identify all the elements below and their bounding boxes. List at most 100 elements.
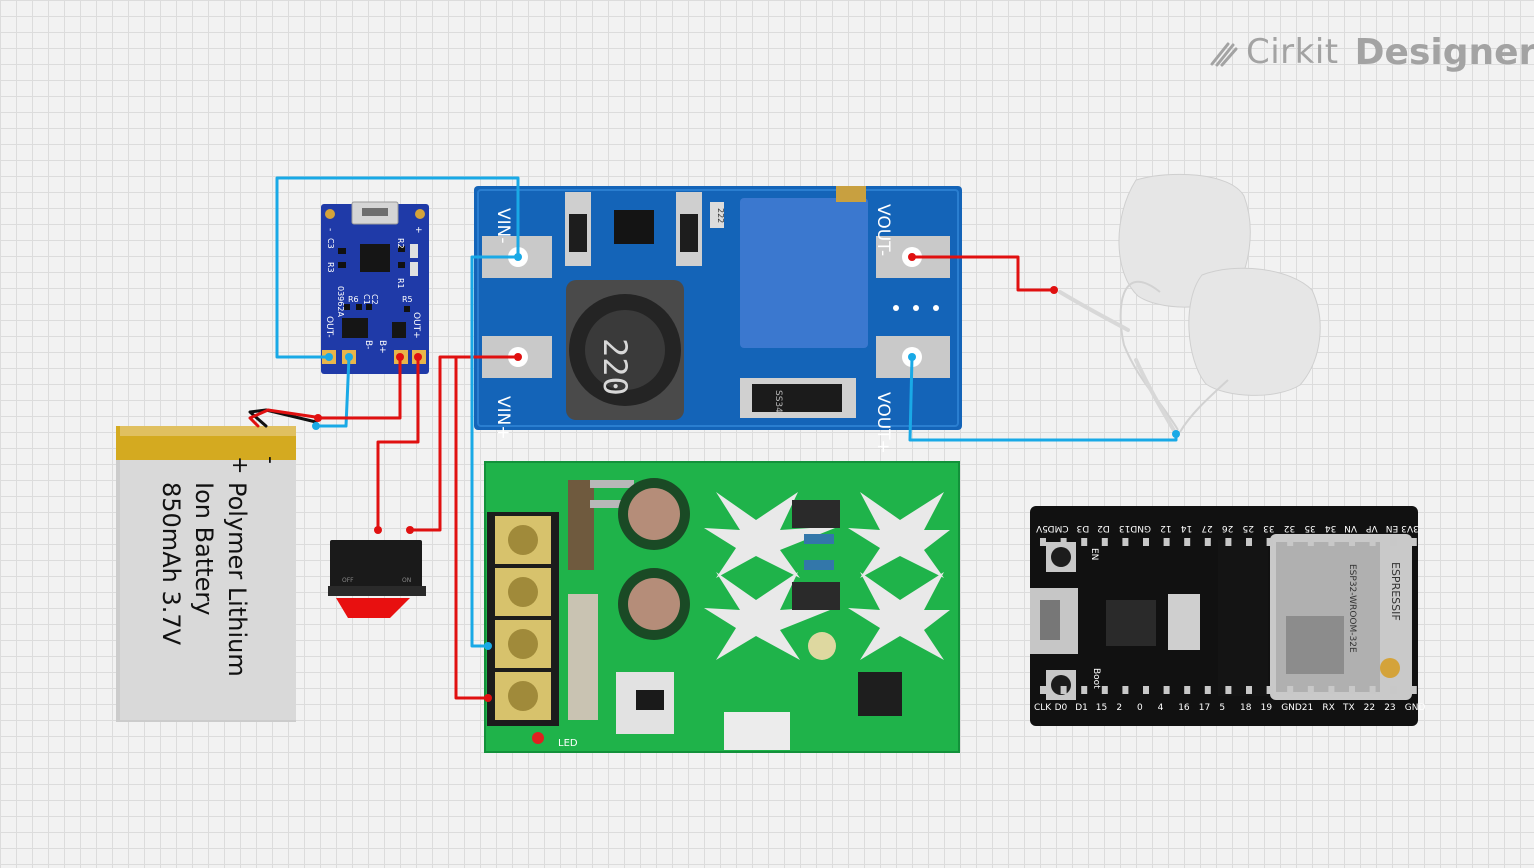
esp32-boot-label: Boot [1091,668,1101,689]
charger-label-c2: C2 [370,294,379,305]
esp32-bottom-pin-label: 19 [1261,703,1273,713]
esp32-top-pin-pad[interactable] [1060,538,1067,546]
esp32-module-label: ESP32-WROOM-32E [1347,564,1357,653]
esp32-top-pin-label: 33 [1263,523,1274,533]
brand-name: Cirkit [1246,32,1339,72]
esp32-top-pin-label: CMD [1048,523,1069,533]
tens-electrode-pads[interactable] [1058,173,1321,436]
esp32-top-pin-pad[interactable] [1349,538,1355,546]
wire-charger-bplus-to-battery[interactable] [320,355,402,420]
wire-boost-vinplus-to-pwm[interactable] [454,355,490,700]
esp32-bottom-pin-label: 23 [1384,703,1395,713]
wire-battery-red-lead[interactable] [248,408,324,428]
charger-pin-label-b-minus: B- [363,340,373,349]
esp32-bottom-pin-label: 22 [1364,703,1375,713]
esp32-bottom-pin-label: 17 [1199,703,1210,713]
wire-charger-bminus-to-battery[interactable] [314,355,351,428]
esp32-top-pin-label: GND [1130,523,1151,533]
esp32-top-pin-label: D3 [1077,523,1090,533]
wire-charger-outminus-to-boost-vinminus[interactable] [275,176,520,359]
esp32-bottom-pin-pad[interactable] [1143,686,1149,694]
esp32-bottom-pin-pad[interactable] [1369,686,1376,694]
esp32-top-pin-pad[interactable] [1307,538,1314,546]
wire-battery-black-lead[interactable] [248,408,318,428]
esp32-bottom-pin-label: 2 [1116,703,1122,713]
esp32-bottom-pin-pad[interactable] [1101,686,1108,694]
esp32-top-pin-pad[interactable] [1163,538,1170,546]
wire-boost-vinminus-to-pwm[interactable] [470,255,520,648]
esp32-top-pin-label: 5V [1035,523,1048,533]
boost-inductor-label: 220 [596,338,634,396]
esp32-top-pin-label: VP [1365,523,1377,533]
lipo-battery[interactable]: Polymer Lithium Ion Battery 850mAh 3.7V … [116,426,296,722]
esp32-bottom-pin-pad[interactable] [1390,686,1397,694]
esp32-bottom-pin-label: 4 [1158,703,1164,713]
esp32-top-pin-pad[interactable] [1184,538,1191,546]
esp32-top-pin-pad[interactable] [1410,538,1417,546]
esp32-bottom-pin-pad[interactable] [1349,686,1355,694]
esp32-en-label: EN [1089,548,1099,560]
esp32-top-pin-label: 34 [1325,523,1337,533]
charger-pin-label-b-plus: B+ [377,340,387,354]
esp32-top-pin-pad[interactable] [1266,538,1273,546]
esp32-bottom-pin-pad[interactable] [1246,686,1252,694]
esp32-bottom-pin-pad[interactable] [1328,686,1335,694]
charger-label-r3: R3 [326,262,335,273]
esp32-top-pin-pad[interactable] [1143,538,1149,546]
esp32-bottom-pin-pad[interactable] [1410,686,1417,694]
esp32-bottom-pin-pad[interactable] [1081,686,1088,694]
esp32-top-pin-pad[interactable] [1369,538,1376,546]
wire-switch-to-boost-vinplus[interactable] [408,355,520,532]
wire-boost-voutminus-to-electrode[interactable] [910,255,1056,292]
esp32-bottom-pin-pad[interactable] [1266,686,1273,694]
esp32-bottom-pin-pad[interactable] [1060,686,1067,694]
charger-label-c3: C3 [326,238,335,249]
charger-label-c1: C1 [362,294,371,305]
esp32-bottom-pin-pad[interactable] [1122,686,1129,694]
esp32-top-pin-pad[interactable] [1390,538,1397,546]
esp32-top-pin-pad[interactable] [1122,538,1129,546]
pwm-led-label: LED [558,738,578,749]
esp32-top-pin-pad[interactable] [1040,538,1046,546]
esp32-top-pin-pad[interactable] [1328,538,1335,546]
boost-diode-label: SS34 [773,390,783,413]
esp32-bottom-pin-pad[interactable] [1307,686,1314,694]
charger-pin-label-out-plus: OUT+ [411,312,421,339]
esp32-top-pin-pad[interactable] [1225,538,1232,546]
esp32-top-pin-pad[interactable] [1204,538,1211,546]
esp32-bottom-pin-label: 21 [1302,703,1313,713]
charger-label-r5: R5 [402,295,413,304]
esp32-top-pin-label: 3V3 [1401,523,1419,533]
esp32-bottom-pin-pad[interactable] [1287,686,1294,694]
esp32-top-pin-label: 13 [1119,523,1130,533]
tp4056-charger-module[interactable]: 03962A C3 R3 R2 R1 R6 C1 C2 R5 - + OUT- … [321,201,429,374]
esp32-top-pin-pad[interactable] [1101,538,1108,546]
esp32-top-pin-pad[interactable] [1246,538,1252,546]
esp32-bottom-pin-pad[interactable] [1163,686,1170,694]
esp32-bottom-pin-pad[interactable] [1040,686,1046,694]
rocker-switch[interactable]: OFF ON [328,540,426,618]
esp32-bottom-pin-label: D0 [1055,703,1068,713]
esp32-top-pin-pad[interactable] [1081,538,1088,546]
mt3608-boost-converter[interactable]: 222 220 SS34 VIN- VIN+ VOUT- VOUT+ [474,186,962,454]
charger-label-r2: R2 [396,238,405,249]
esp32-bottom-pin-pad[interactable] [1184,686,1191,694]
pencil-logo-icon [1210,42,1238,67]
pwm-controller-board[interactable]: LED [484,461,960,753]
esp32-bottom-pin-label: GND [1281,703,1302,713]
esp32-top-pin-label: VN [1344,523,1357,533]
boost-vout-plus-label: VOUT+ [873,392,893,454]
esp32-bottom-pin-label: RX [1322,703,1334,713]
boost-cap-label: 222 [716,208,725,223]
switch-off-label: OFF [342,577,354,584]
esp32-bottom-pin-pad[interactable] [1225,686,1232,694]
battery-label-line2: Ion Battery [190,482,218,615]
wires [248,176,1178,700]
wire-endpoints [312,253,1180,702]
esp32-top-pin-pad[interactable] [1287,538,1294,546]
wire-charger-outplus-to-switch[interactable] [376,355,420,532]
esp32-bottom-pin-pad[interactable] [1204,686,1211,694]
